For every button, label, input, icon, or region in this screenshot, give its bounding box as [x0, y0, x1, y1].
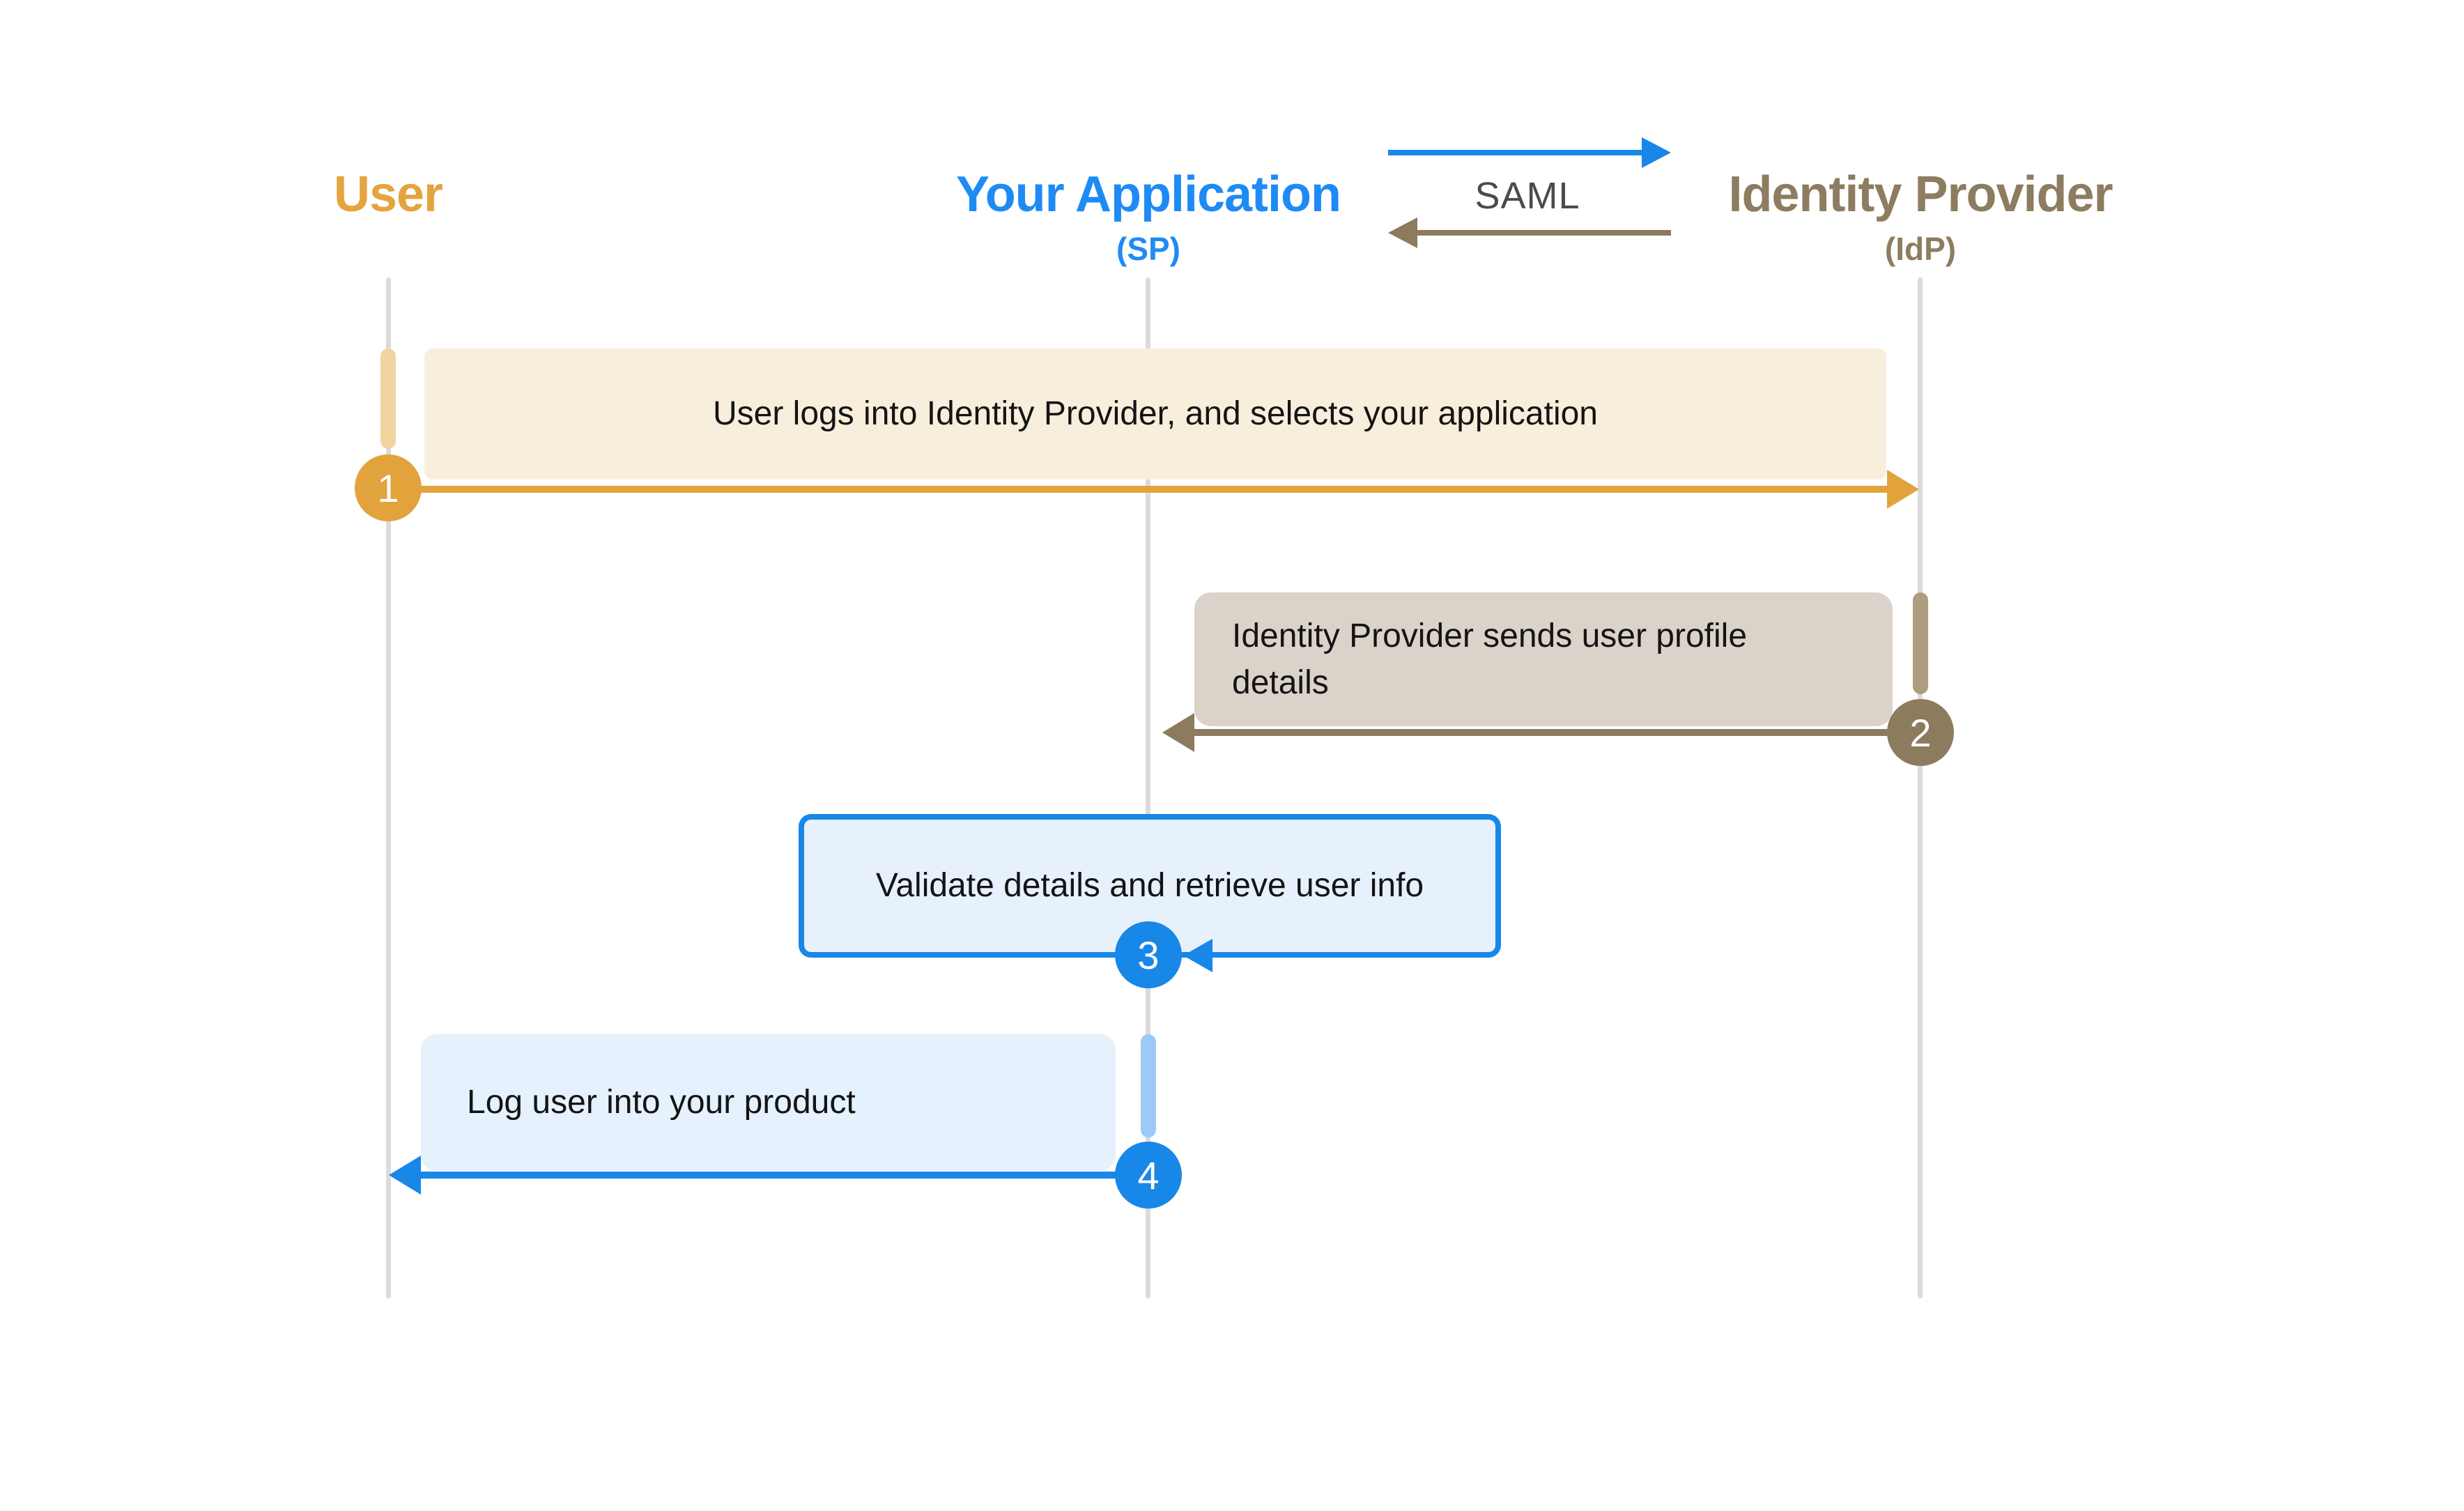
- app-activation-bar: [1141, 1034, 1156, 1137]
- step-1-badge: 1: [355, 454, 422, 521]
- saml-protocol-label: SAML: [1474, 175, 1580, 217]
- step-4-arrowhead-icon: [389, 1156, 421, 1195]
- step-1-message-text: User logs into Identity Provider, and se…: [712, 395, 1598, 433]
- step-2-arrow-line: [1192, 729, 1920, 736]
- step-2-arrowhead-icon: [1162, 713, 1194, 752]
- step-3-arrowhead-icon: [1183, 939, 1212, 972]
- actor-application-label: Your Application: [956, 167, 1341, 222]
- step-2-message-box: Identity Provider sends user profile det…: [1194, 592, 1893, 726]
- user-lifeline: [386, 277, 391, 1298]
- step-2-message-text: Identity Provider sends user profile det…: [1232, 617, 1748, 701]
- step-3-badge: 3: [1115, 921, 1182, 988]
- user-activation-bar: [380, 348, 396, 449]
- actor-idp-label: Identity Provider: [1728, 167, 2113, 222]
- idp-activation-bar: [1913, 592, 1928, 694]
- saml-request-arrow-line: [1388, 150, 1642, 155]
- step-2-badge: 2: [1887, 699, 1954, 766]
- actor-idp-sublabel: (IdP): [1884, 231, 1957, 267]
- step-4-message-text: Log user into your product: [467, 1084, 856, 1121]
- step-4-badge: 4: [1115, 1142, 1182, 1209]
- step-2-number: 2: [1909, 710, 1932, 755]
- saml-response-arrowhead-icon: [1388, 217, 1417, 248]
- saml-request-arrowhead-icon: [1642, 137, 1671, 168]
- saml-response-arrow-line: [1416, 230, 1671, 236]
- application-lifeline: [1146, 277, 1150, 1298]
- step-3-number: 3: [1137, 933, 1160, 977]
- idp-lifeline: [1918, 277, 1923, 1298]
- step-3-message-text: Validate details and retrieve user info: [875, 867, 1424, 905]
- step-1-arrow-line: [408, 486, 1891, 493]
- step-4-arrow-line: [413, 1172, 1151, 1179]
- actor-user-label: User: [333, 167, 443, 222]
- step-1-arrowhead-icon: [1887, 470, 1919, 509]
- step-4-number: 4: [1137, 1153, 1160, 1197]
- step-4-message-box: Log user into your product: [421, 1034, 1116, 1171]
- step-1-message-box: User logs into Identity Provider, and se…: [424, 348, 1886, 480]
- step-1-number: 1: [377, 466, 399, 510]
- actor-application-sublabel: (SP): [1116, 231, 1180, 267]
